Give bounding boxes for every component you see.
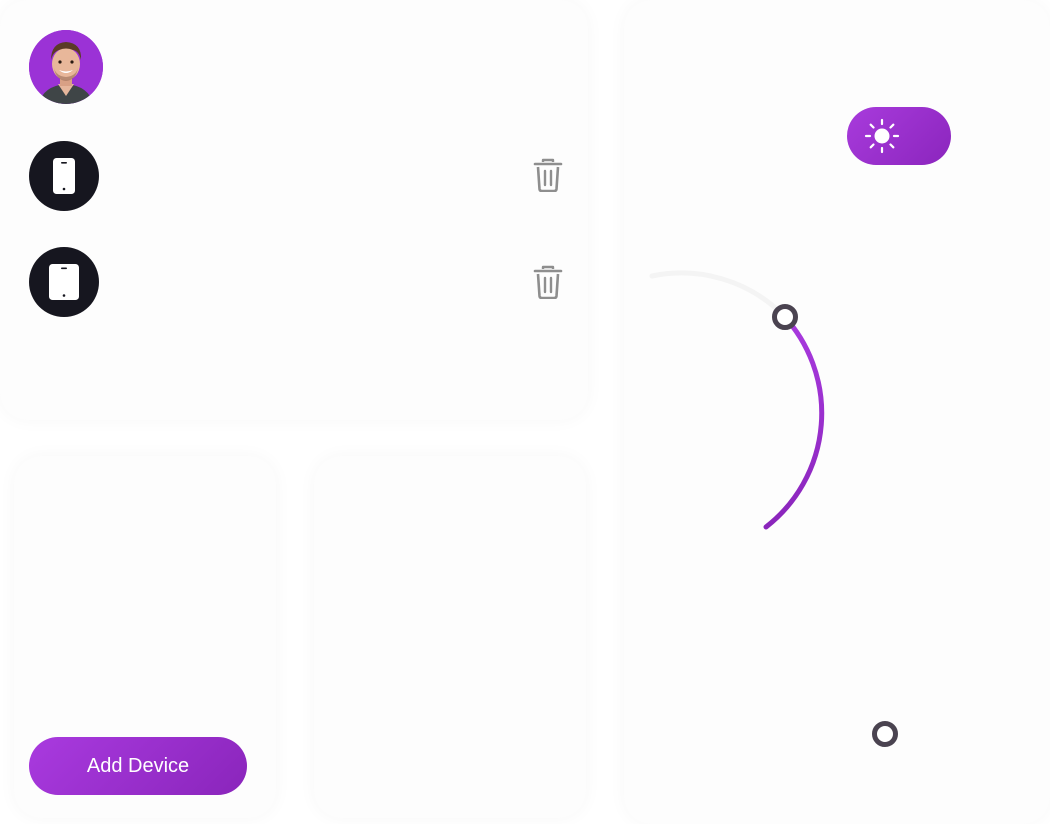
delete-device-button[interactable] [533, 265, 563, 300]
tablet-icon [49, 264, 79, 300]
control-card [624, 0, 1050, 824]
sun-icon [864, 118, 900, 154]
device-item-phone[interactable] [29, 141, 99, 211]
stat-card-2 [314, 456, 586, 818]
dial-knob[interactable] [772, 304, 798, 330]
dial-progress [763, 312, 825, 530]
devices-card [0, 0, 588, 420]
trash-icon [533, 158, 563, 193]
avatar-portrait-icon [29, 30, 103, 104]
slider-knob[interactable] [872, 721, 898, 747]
user-avatar[interactable] [29, 30, 103, 104]
theme-toggle[interactable] [847, 107, 951, 165]
level-dial[interactable] [624, 260, 854, 550]
dial-track [649, 270, 785, 317]
smartphone-icon [53, 158, 75, 194]
trash-icon [533, 265, 563, 300]
delete-device-button[interactable] [533, 158, 563, 193]
add-device-button[interactable]: Add Device [29, 737, 247, 795]
device-item-tablet[interactable] [29, 247, 99, 317]
